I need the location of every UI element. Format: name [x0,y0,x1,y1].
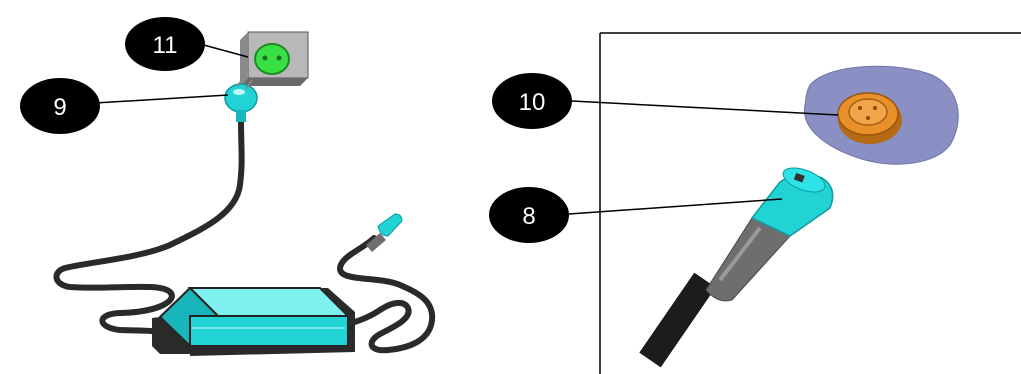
callout-10: 10 [492,73,572,129]
callout-10-label: 10 [519,89,546,116]
callout-8: 8 [489,187,569,243]
callout-11: 11 [125,17,205,71]
leader-line-9 [94,94,229,104]
leader-line-8 [568,198,783,215]
inset-panel: 10 8 [489,32,1021,374]
power-cord [53,117,245,335]
cable-connector [639,167,834,368]
power-supply [152,286,355,356]
callout-11-label: 11 [153,32,178,59]
output-cord [335,235,436,354]
callout-8-label: 8 [522,203,535,230]
output-connector [366,213,403,252]
power-plug [224,75,258,122]
leader-line-11 [199,43,249,58]
callout-9-label: 9 [53,94,66,121]
callout-9: 9 [20,78,100,134]
left-illustration: 11 9 [20,17,436,356]
wall-outlet [240,31,309,86]
leader-line-10 [571,100,839,116]
skin-patch-connector [837,92,902,144]
